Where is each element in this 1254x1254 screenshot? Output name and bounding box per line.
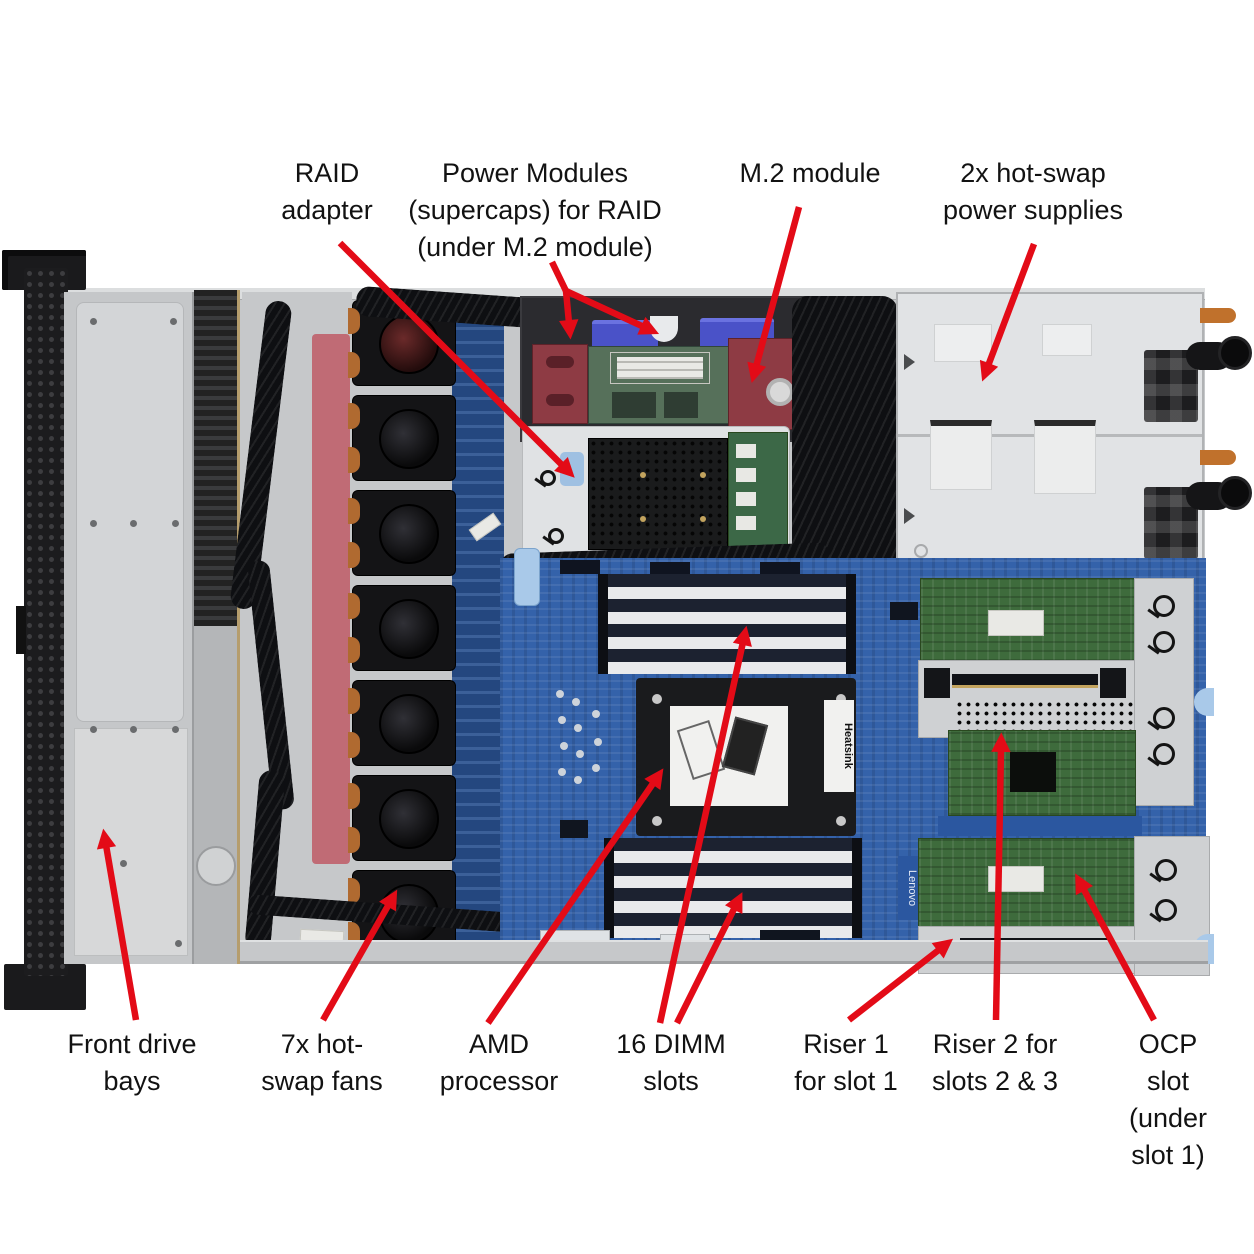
fan-board — [452, 298, 504, 960]
raid-heatsink-screws — [640, 472, 646, 478]
label-m2-module: M.2 module — [739, 158, 881, 188]
m2-chip — [612, 392, 656, 418]
mobo-chip — [560, 820, 588, 838]
label-amd-processor: AMD processor — [439, 1029, 559, 1096]
label-raid-adapter: RAID adapter — [281, 158, 373, 225]
hot-swap-fan — [348, 585, 456, 671]
psu-ring-mark — [914, 544, 928, 558]
cable-mass — [792, 296, 898, 580]
latch-hook — [1155, 899, 1177, 921]
mobo-connector — [560, 560, 600, 574]
raid-touch-point — [560, 452, 584, 486]
dimm-bank-upper — [598, 574, 856, 674]
psu-window — [1034, 420, 1096, 494]
psu-window — [1042, 324, 1092, 356]
psu-arrow-mark — [904, 508, 915, 524]
psu-pull-rod-ring — [1218, 336, 1252, 370]
psu-orange-tab — [1200, 450, 1236, 465]
psu-window — [930, 420, 992, 490]
drive-cover-panel-top — [76, 302, 184, 722]
riser-slot-strip — [938, 816, 1142, 836]
ocp-sticker — [988, 866, 1044, 892]
latch-hook — [1155, 859, 1177, 881]
latch-hook — [1153, 631, 1175, 653]
drive-backplane-fins — [194, 290, 240, 626]
air-baffle-pink — [312, 334, 350, 864]
psu-handle — [1144, 487, 1198, 559]
label-front-drive-bays: Front drive bays — [67, 1029, 197, 1096]
label-ocp-slot: OCP slot (under slot 1) — [1128, 1029, 1208, 1170]
label-hot-swap-fans: 7x hot- swap fans — [261, 1029, 383, 1096]
psu-arrow-mark — [904, 354, 915, 370]
lenovo-logo-text: Lenovo — [906, 869, 918, 907]
cover-screws — [90, 318, 97, 325]
m2-thumbscrew — [766, 378, 794, 406]
latch-hook — [1153, 595, 1175, 617]
label-power-supplies: 2x hot-swap power supplies — [942, 158, 1124, 225]
riser2-vent-holes — [955, 700, 1137, 734]
raid-heatsink — [588, 438, 728, 550]
riser2-retention — [924, 668, 950, 698]
hot-swap-fan — [348, 395, 456, 481]
m2-chip — [664, 392, 698, 418]
m2-ssd-label — [610, 352, 710, 384]
cpu-screws — [652, 694, 662, 704]
latch-hook — [1153, 743, 1175, 765]
lenovo-logo-tab: Lenovo — [898, 856, 918, 920]
bezel-tab — [16, 606, 26, 654]
rear-touch-point — [1194, 688, 1214, 716]
chassis-bottom-rail — [240, 940, 1208, 964]
hot-swap-fan — [348, 775, 456, 861]
psu-pull-rod-ring — [1218, 476, 1252, 510]
dimm-bank-lower — [604, 838, 862, 938]
psu-orange-tab — [1200, 308, 1236, 323]
hot-swap-fan — [348, 490, 456, 576]
label-riser-2: Riser 2 for slots 2 & 3 — [931, 1029, 1059, 1096]
label-power-modules: Power Modules (supercaps) for RAID (unde… — [408, 158, 662, 262]
drive-backplane-lower — [194, 626, 240, 964]
heatsink-label-text: Heatsink — [842, 723, 854, 769]
riser2-pcie-slot — [952, 674, 1098, 688]
label-dimm-slots: 16 DIMM slots — [616, 1029, 726, 1096]
riser2-card-chip — [1010, 752, 1056, 792]
latch-hook — [1153, 707, 1175, 729]
heatsink-label-tab: Heatsink — [824, 700, 854, 792]
riser2-retention — [1100, 668, 1126, 698]
psu-window — [934, 324, 992, 362]
drive-spindle — [196, 846, 236, 886]
bracket-hook — [540, 470, 556, 486]
front-bezel — [24, 268, 68, 976]
drive-cover-panel-bottom — [74, 728, 188, 956]
hot-swap-fan — [348, 680, 456, 766]
raid-pcb-connectors — [736, 444, 756, 458]
capacitor-field — [556, 690, 564, 698]
bracket-hook — [548, 528, 564, 544]
label-riser-1: Riser 1 for slot 1 — [794, 1029, 898, 1096]
cable-holder-tab — [514, 548, 540, 606]
nic-sticker — [988, 610, 1044, 636]
riser2-rear-wall — [1134, 578, 1194, 806]
m2-carrier-slots — [546, 356, 574, 368]
